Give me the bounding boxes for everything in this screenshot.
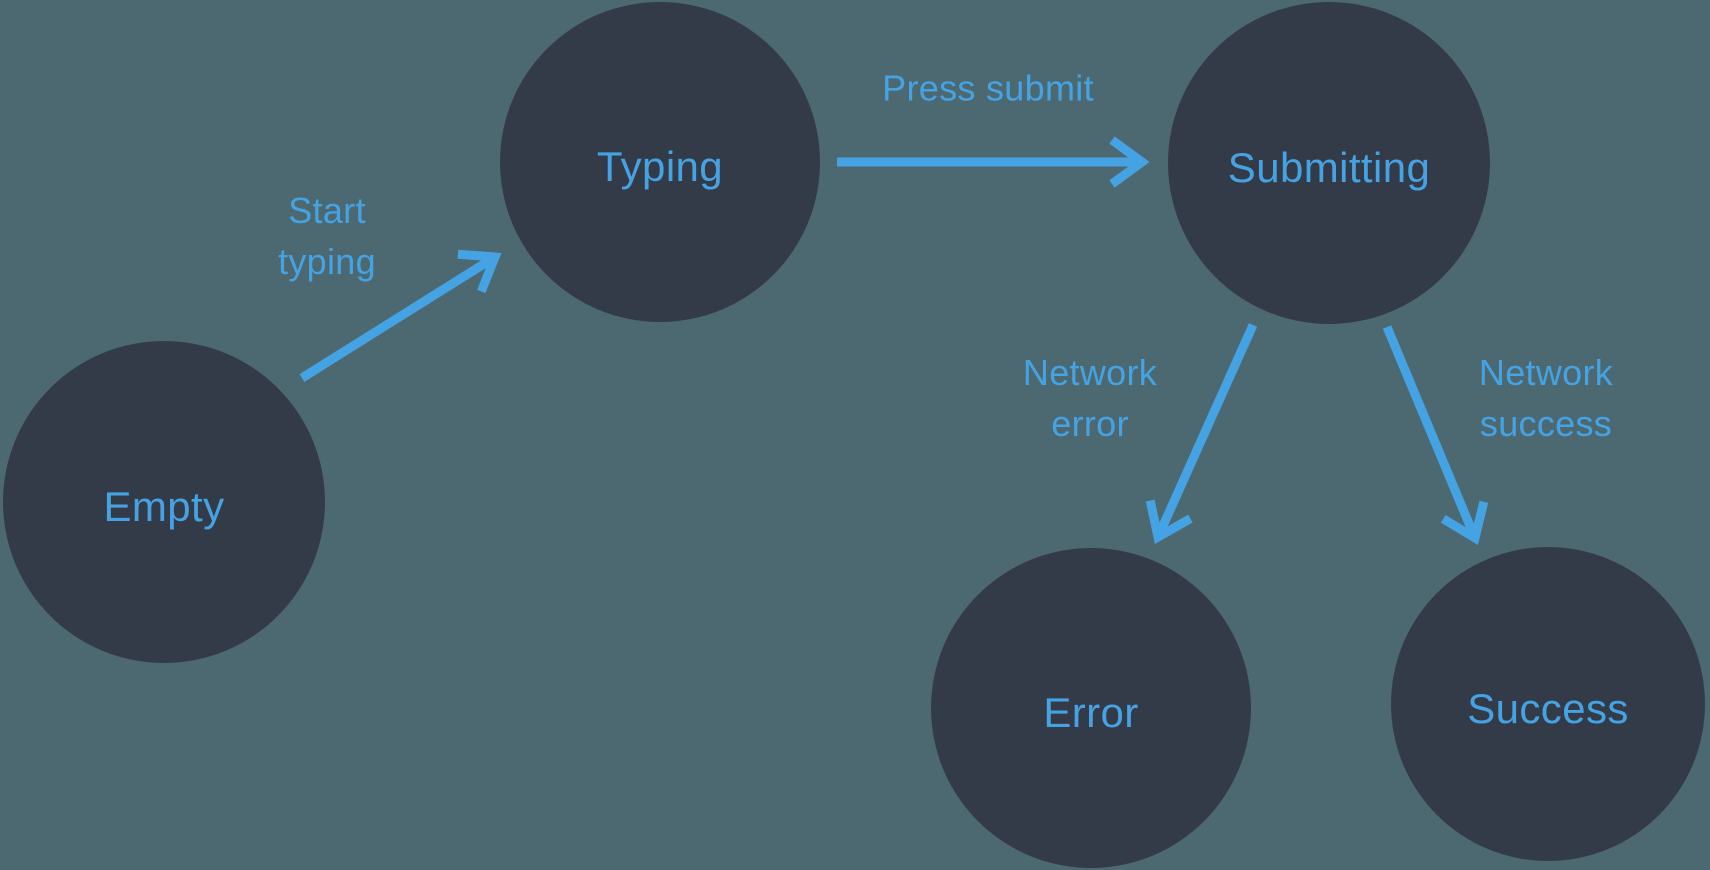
state-node-typing-label: Typing: [596, 143, 724, 190]
state-node-empty: Empty: [3, 341, 325, 663]
edge-network-success-arrowhead-icon: [1440, 500, 1489, 546]
edge-label-start-typing-line-1: Start: [288, 190, 366, 231]
state-node-empty-label: Empty: [103, 483, 225, 530]
state-node-submitting-label: Submitting: [1227, 144, 1431, 191]
edge-network-error-arrowhead-icon: [1145, 499, 1193, 544]
edge-network-error-shaft: [1153, 323, 1258, 539]
state-node-error: Error: [931, 548, 1251, 868]
state-node-error-label: Error: [1043, 689, 1139, 736]
state-node-typing: Typing: [500, 2, 820, 322]
edge-label-press-submit: Press submit: [882, 63, 1094, 114]
edge-press-submit-arrowhead-icon: [1109, 136, 1150, 188]
edge-label-network-success-line-1: Network: [1478, 352, 1614, 393]
edge-label-network-error-line-2: error: [1051, 403, 1129, 444]
edge-label-network-success: Network success: [1479, 347, 1613, 449]
edge-label-network-success-line-2: success: [1479, 403, 1613, 444]
state-node-submitting: Submitting: [1168, 2, 1490, 324]
edge-label-start-typing-line-2: typing: [278, 241, 376, 282]
edge-network-success-arrow: [1382, 325, 1489, 546]
edge-label-network-error: Network error: [1023, 347, 1157, 449]
edge-network-success-shaft: [1382, 325, 1480, 540]
edge-label-start-typing: Start typing: [278, 185, 376, 287]
edge-network-error-arrow: [1145, 323, 1258, 544]
edge-label-network-error-line-1: Network: [1022, 352, 1158, 393]
edge-start-typing-arrowhead-icon: [457, 249, 502, 294]
edge-label-press-submit-line-1: Press submit: [882, 67, 1094, 109]
edge-press-submit-arrow: [837, 136, 1150, 188]
state-node-success: Success: [1391, 547, 1705, 861]
state-node-success-label: Success: [1467, 685, 1629, 732]
